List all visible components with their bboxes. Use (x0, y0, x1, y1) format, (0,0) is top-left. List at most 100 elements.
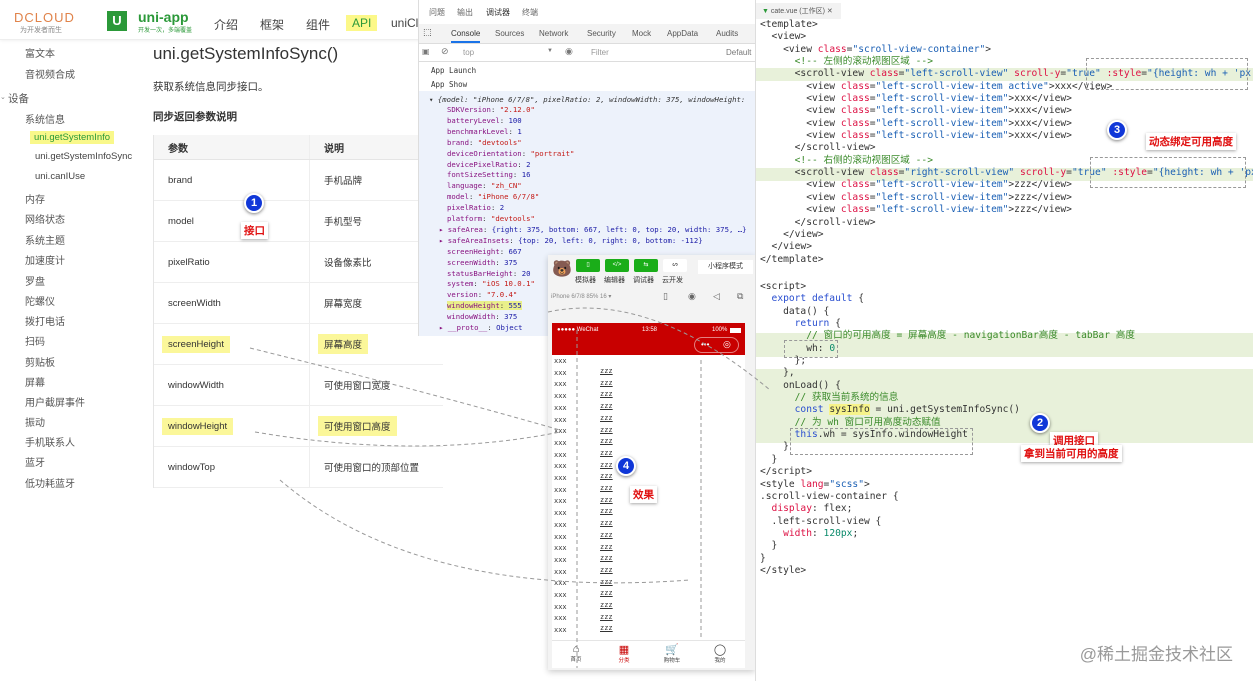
object-property[interactable]: fontSizeSetting: 16 (447, 170, 531, 180)
tab-problems[interactable]: 问题 (429, 8, 445, 17)
left-list-item[interactable]: xxx (554, 392, 567, 401)
right-list-item[interactable]: zzz (600, 589, 613, 598)
chevron-down-icon[interactable]: ▼ (547, 48, 553, 54)
template-code[interactable]: <template> <view> <view class="scroll-vi… (760, 19, 1253, 266)
left-list-item[interactable]: xxx (554, 450, 567, 459)
sidebar-item[interactable]: 网络状态 (25, 215, 65, 226)
chevron-down-icon[interactable]: ⌄ (0, 94, 6, 101)
left-list-item[interactable]: xxx (554, 380, 567, 389)
sidebar-item[interactable]: 蓝牙 (25, 458, 45, 469)
object-property[interactable]: SDKVersion: "2.12.0" (447, 105, 535, 114)
object-property[interactable]: statusBarHeight: 20 (447, 268, 531, 278)
nav-intro[interactable]: 介绍 (214, 18, 239, 32)
right-list-item[interactable]: zzz (600, 460, 613, 469)
sidebar-item[interactable]: uni.canIUse (35, 171, 86, 182)
sidebar-item[interactable]: 罗盘 (25, 277, 45, 288)
object-property[interactable]: screenHeight: 667 (447, 246, 522, 256)
sidebar-item[interactable]: 拨打电话 (25, 317, 65, 328)
left-list-item[interactable]: xxx (554, 567, 567, 576)
uni-app-logo-icon[interactable]: U (107, 11, 127, 31)
left-list-item[interactable]: xxx (554, 415, 567, 424)
tab-sources[interactable]: Sources (495, 29, 525, 38)
script-code[interactable]: <script> export default { data() { retur… (760, 281, 1135, 577)
right-list-item[interactable]: zzz (600, 472, 613, 481)
context-select[interactable]: top (463, 48, 475, 57)
right-list-item[interactable]: zzz (600, 612, 613, 621)
left-list-item[interactable]: xxx (554, 532, 567, 541)
avatar[interactable]: 🐻 (552, 261, 572, 278)
left-list-item[interactable]: xxx (554, 497, 567, 506)
tab-audits[interactable]: Audits (716, 29, 739, 38)
object-property[interactable]: ▸ safeArea: {right: 375, bottom: 667, le… (439, 224, 747, 234)
sidebar-item[interactable]: 扫码 (25, 337, 45, 348)
right-list-item[interactable]: zzz (600, 601, 613, 609)
sim-button-0[interactable]: ▯ (576, 259, 600, 272)
left-list-item[interactable]: xxx (554, 403, 567, 412)
tab-console[interactable]: Console (451, 29, 481, 43)
left-list-item[interactable]: xxx (554, 579, 567, 588)
object-property[interactable]: pixelRatio: 2 (447, 203, 505, 213)
tab-terminal[interactable]: 终端 (522, 8, 538, 17)
tab-network[interactable]: Network (539, 29, 569, 38)
sidebar-item[interactable]: 音视频合成 (25, 70, 75, 81)
right-list-item[interactable]: zzz (600, 554, 613, 563)
record-icon[interactable]: ◉ (688, 291, 696, 301)
object-property[interactable]: batteryLevel: 100 (447, 115, 522, 125)
right-list-item[interactable]: zzz (600, 484, 613, 492)
sidebar-item[interactable]: 低功耗蓝牙 (25, 479, 75, 490)
volume-icon[interactable]: ◁ (713, 291, 720, 301)
nav-components[interactable]: 组件 (306, 18, 331, 32)
tab-debugger[interactable]: 调试器 (486, 8, 510, 17)
tab-mock[interactable]: Mock (632, 29, 652, 38)
sidebar-item[interactable]: 富文本 (25, 49, 55, 60)
right-list-item[interactable]: zzz (600, 624, 613, 633)
inspect-icon[interactable]: ⬚ (423, 27, 432, 37)
close-target-icon[interactable]: ◎ (723, 339, 731, 349)
sidebar-item[interactable]: 振动 (25, 418, 45, 429)
right-list-item[interactable]: zzz (600, 577, 613, 586)
sidebar-item[interactable]: uni.getSystemInfo (30, 131, 115, 144)
sidebar-item[interactable]: 手机联系人 (25, 438, 75, 449)
right-list-item[interactable]: zzz (600, 507, 613, 516)
brand-title[interactable]: uni-app (138, 9, 189, 25)
sidebar-section-device[interactable]: 设备 (8, 93, 29, 105)
right-list-item[interactable]: zzz (600, 402, 613, 411)
log-level-select[interactable]: Default (726, 48, 752, 57)
right-list-item[interactable]: zzz (600, 367, 613, 375)
right-list-item[interactable]: zzz (600, 425, 613, 434)
left-list-item[interactable]: xxx (554, 462, 567, 471)
left-list-item[interactable]: xxx (554, 438, 567, 447)
right-list-item[interactable]: zzz (600, 378, 613, 387)
object-property[interactable]: windowHeight: 555 (447, 301, 522, 311)
sidebar-item[interactable]: 加速度计 (25, 256, 65, 267)
object-property[interactable]: platform: "devtools" (447, 214, 535, 223)
tab-security[interactable]: Security (587, 29, 616, 38)
left-list-item[interactable]: xxx (554, 544, 567, 553)
right-list-item[interactable]: zzz (600, 495, 613, 504)
left-list-item[interactable]: xxx (554, 591, 567, 599)
dcloud-logo[interactable]: DCLOUD (14, 10, 75, 25)
nav-framework[interactable]: 框架 (260, 18, 285, 32)
object-property[interactable]: system: "iOS 10.0.1" (447, 279, 535, 289)
left-list-item[interactable]: xxx (554, 357, 567, 365)
right-list-item[interactable]: zzz (600, 448, 613, 457)
left-list-item[interactable]: xxx (554, 555, 567, 564)
left-list-item[interactable]: xxx (554, 485, 567, 494)
left-list-item[interactable]: xxx (554, 626, 567, 635)
object-property[interactable]: deviceOrientation: "portrait" (447, 148, 575, 158)
sidebar-item[interactable]: 系统主题 (25, 236, 65, 247)
object-property[interactable]: devicePixelRatio: 2 (447, 159, 531, 169)
eye-icon[interactable]: ◉ (565, 46, 573, 56)
object-property[interactable]: version: "7.0.4" (447, 290, 518, 300)
sidebar-item[interactable]: 剪贴板 (25, 358, 55, 369)
object-property[interactable]: benchmarkLevel: 1 (447, 126, 522, 136)
nav-unicloud[interactable]: uniCl (391, 16, 419, 30)
sim-button-3[interactable]: ᔕ (663, 259, 687, 272)
clear-console-icon[interactable]: ⊘ (441, 46, 449, 56)
sim-button-1[interactable]: </> (605, 259, 629, 272)
sidebar-item[interactable]: 屏幕 (25, 378, 45, 389)
left-list-item[interactable]: xxx (554, 474, 567, 482)
tab-bar-item[interactable]: ▦分类 (600, 643, 648, 664)
object-summary[interactable]: ▾ {model: "iPhone 6/7/8", pixelRatio: 2,… (429, 95, 746, 104)
phone-icon[interactable]: ▯ (663, 291, 668, 301)
